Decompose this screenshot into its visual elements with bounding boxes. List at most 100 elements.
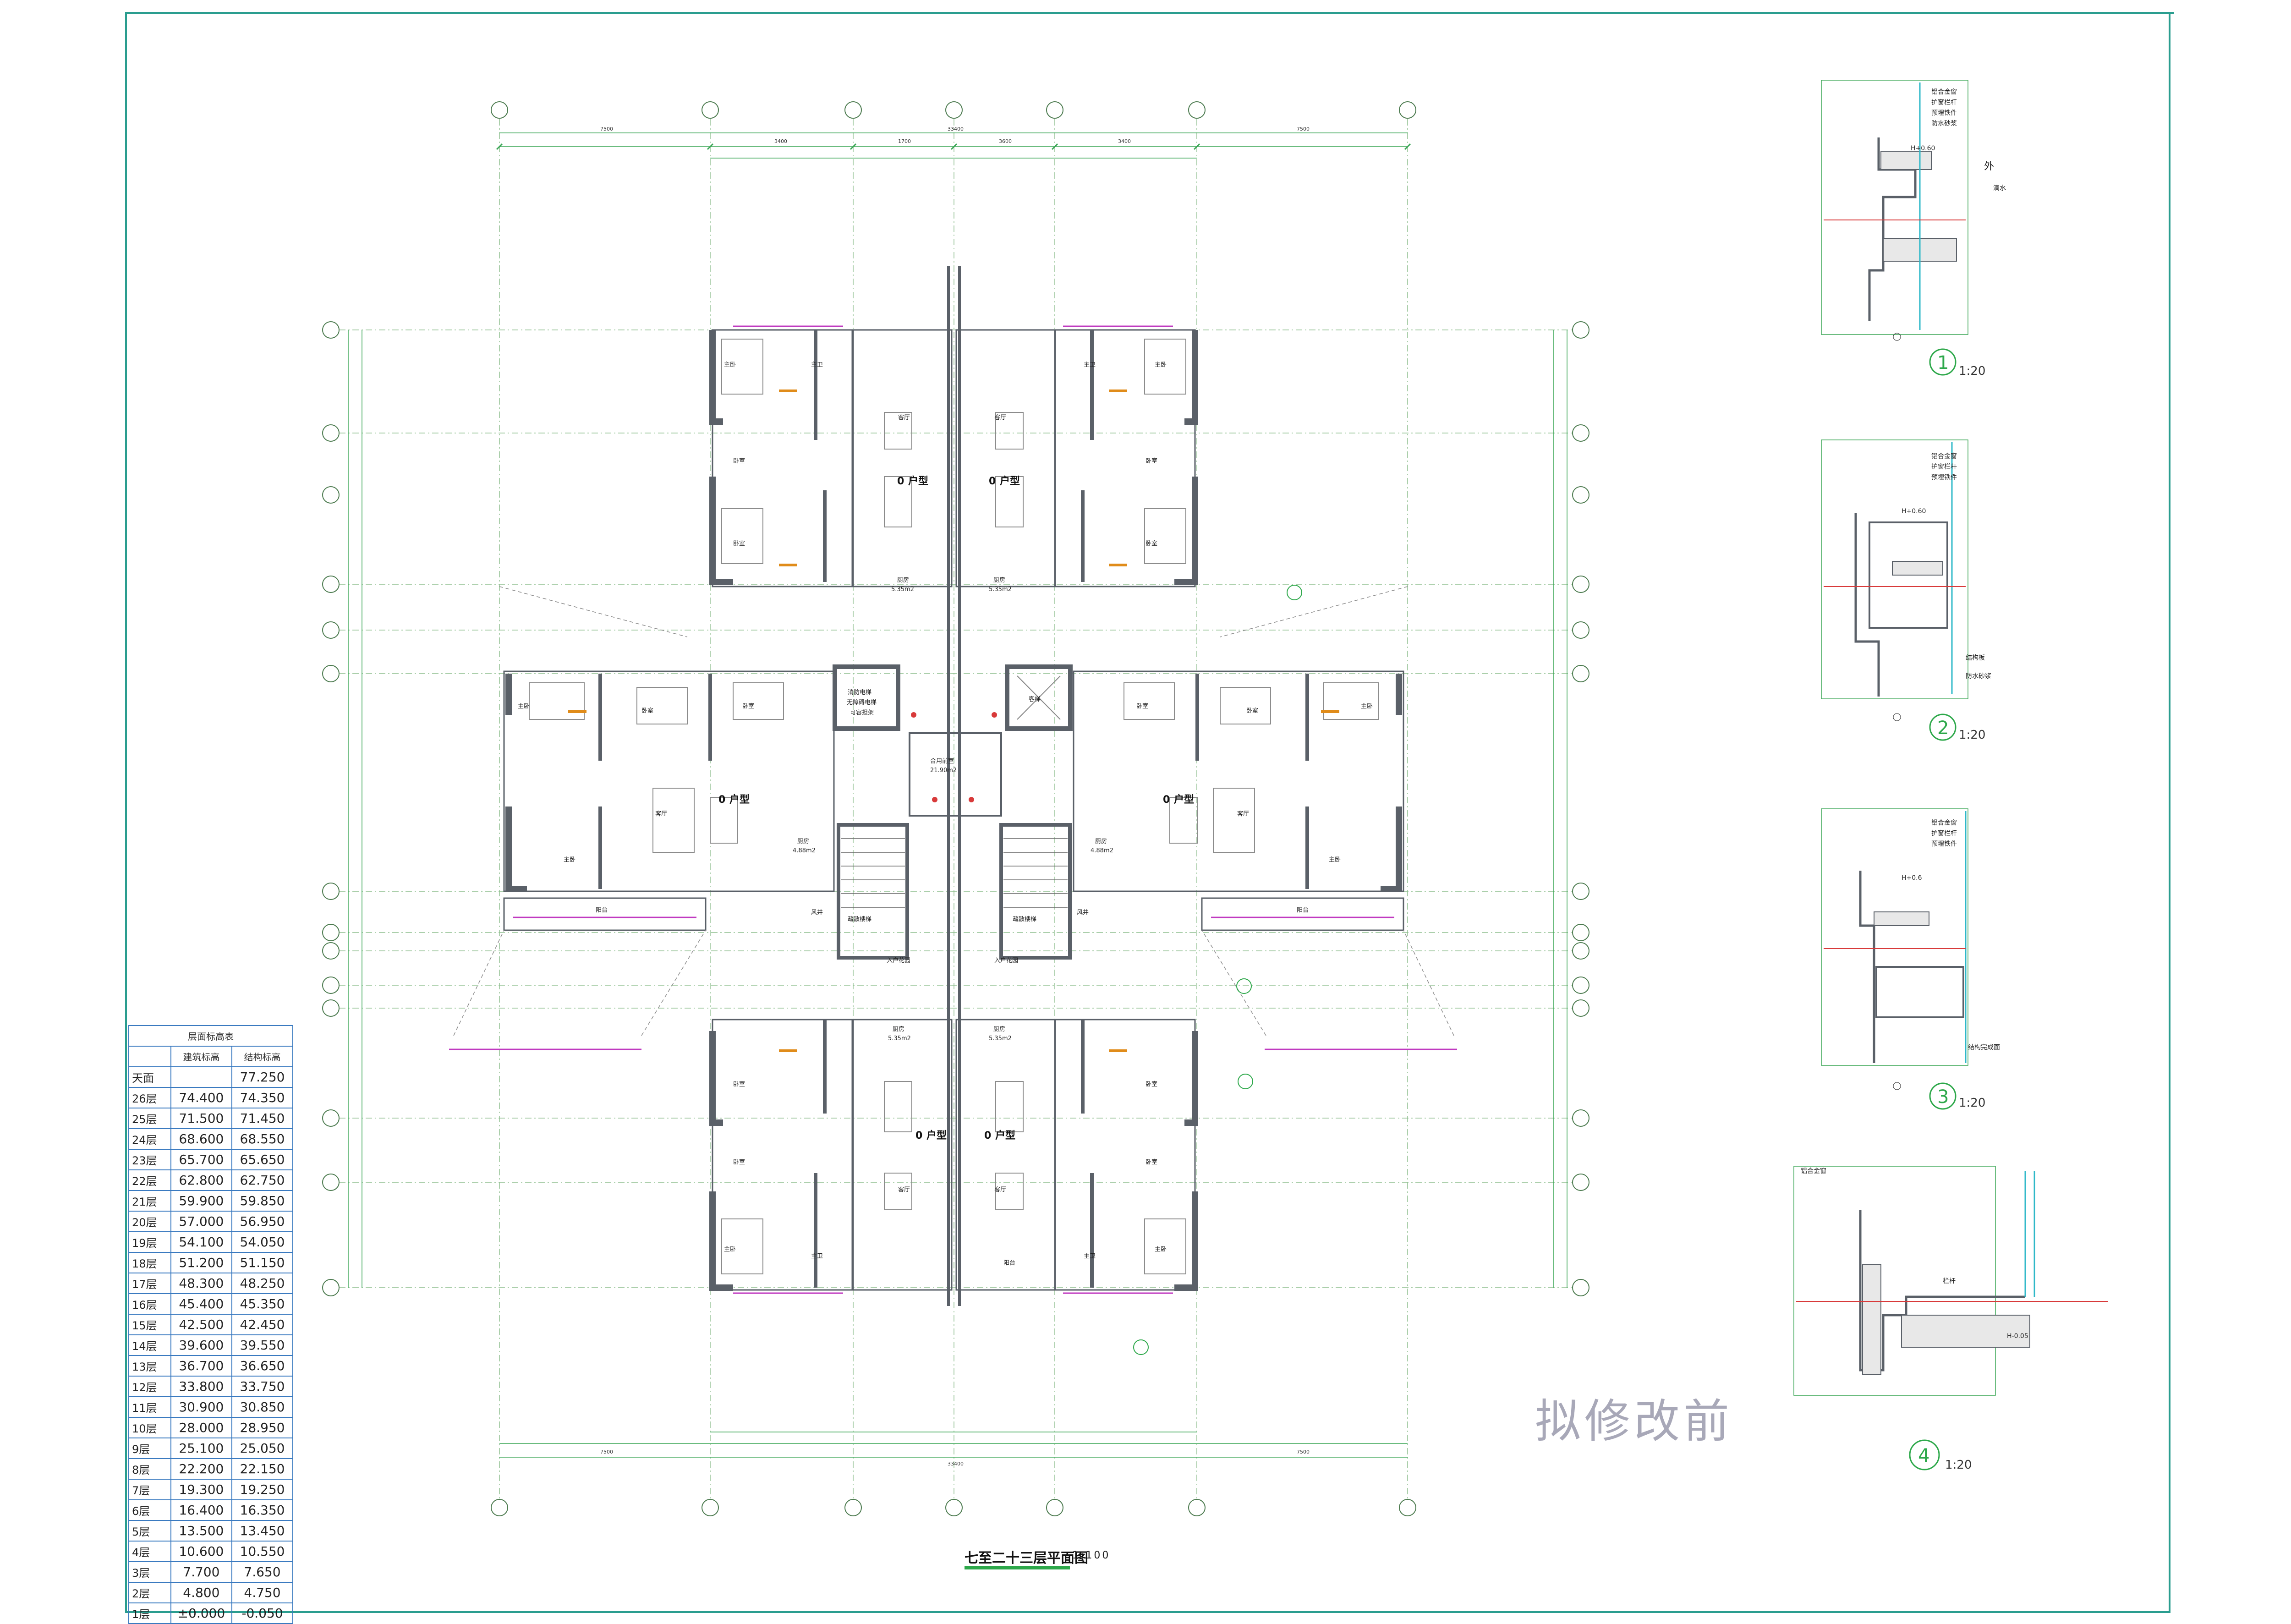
- svg-text:3400: 3400: [1118, 138, 1131, 144]
- svg-text:3600: 3600: [999, 138, 1012, 144]
- elevation-cell: 3层: [128, 1561, 171, 1583]
- room-living-ml: 客厅: [655, 810, 667, 817]
- window-lines: [449, 325, 1457, 1294]
- elevation-table-title: 层面标高表: [128, 1025, 293, 1047]
- elevation-cell: 7层: [128, 1479, 171, 1500]
- elevation-cell: 54.050: [231, 1231, 294, 1253]
- detail-4-note-0: 铝合金窗: [1801, 1167, 1826, 1175]
- elevation-row: 1层±0.000-0.050: [128, 1602, 294, 1624]
- elevation-cell: [170, 1066, 232, 1088]
- elevation-cell: 21层: [128, 1190, 171, 1212]
- svg-text:7500: 7500: [600, 126, 613, 132]
- room-bed-bl2: 卧室: [733, 1158, 745, 1166]
- elevation-cell: 33.800: [170, 1376, 232, 1397]
- unit-label-br: 0: [984, 1130, 991, 1141]
- detail-4-number: 4: [1918, 1445, 1929, 1466]
- elevation-cell: 2层: [128, 1582, 171, 1603]
- detail-2: [1821, 439, 1968, 741]
- detail-2-note-4: 防水砂浆: [1966, 673, 1991, 680]
- unit-suffix-mr: 户型: [1174, 794, 1194, 806]
- elevation-cell: 22.200: [170, 1458, 232, 1480]
- elevation-cell: 25层: [128, 1108, 171, 1129]
- room-living-br: 客厅: [994, 1186, 1006, 1193]
- room-bath-bl: 主卫: [811, 1253, 823, 1260]
- elevation-cell: 20层: [128, 1211, 171, 1232]
- room-bed-mr: 卧室: [1246, 707, 1258, 714]
- detail-1-note-4: 滴水: [1993, 184, 2006, 192]
- unit-suffix-ml: 户型: [729, 794, 750, 806]
- detail-4-note-1: 栏杆: [1943, 1278, 1956, 1285]
- unit-label-tl: 0: [897, 476, 904, 487]
- room-bath-tl: 主卫: [811, 362, 823, 368]
- unit-suffix-tl: 户型: [908, 475, 928, 487]
- area-kitchen-bl: 5.35m2: [888, 1035, 911, 1042]
- elevation-cell: 68.550: [231, 1128, 294, 1150]
- elevation-cell: 30.850: [231, 1396, 294, 1418]
- elevation-cell: 23层: [128, 1149, 171, 1170]
- axis-grid-horizontal: [339, 329, 1572, 1288]
- drawing-title: 七至二十三层平面图: [965, 1550, 1088, 1566]
- detail-3-height: H+0.6: [1902, 874, 1922, 882]
- room-stair-r: 疏散楼梯: [1013, 916, 1036, 923]
- elevation-cell: 48.250: [231, 1273, 294, 1294]
- detail-1-scale: 1:20: [1959, 364, 1985, 378]
- area-lobby: 21.90m2: [930, 767, 957, 774]
- detail-notes: H+0.60 外 铝合金窗 护窗栏杆 预埋铁件 防水砂浆 滴水 H+0.60 铝…: [1801, 88, 2028, 1340]
- elevation-cell: 77.250: [231, 1066, 294, 1088]
- svg-text:1700: 1700: [898, 138, 911, 144]
- elevation-cell: 10.550: [231, 1541, 294, 1562]
- detail-2-note-3: 结构板: [1966, 654, 1985, 662]
- svg-text:7500: 7500: [1297, 126, 1310, 132]
- detail-2-note-0: 铝合金窗: [1931, 452, 1957, 460]
- detail-4: [1793, 1166, 2108, 1470]
- detail-3-number: 3: [1937, 1086, 1949, 1108]
- elevation-cell: 71.450: [231, 1108, 294, 1129]
- room-elev-fire: 消防电梯: [848, 689, 871, 696]
- elevation-cell: 15层: [128, 1314, 171, 1335]
- unit-top-right: [955, 329, 1198, 587]
- elevation-cell: 25.050: [231, 1437, 294, 1459]
- detail-1-note-1: 护窗栏杆: [1931, 99, 1957, 106]
- detail-1-note-2: 预埋铁件: [1931, 110, 1957, 117]
- detail-2-note-1: 护窗栏杆: [1931, 463, 1957, 471]
- area-kitchen-tl: 5.35m2: [891, 586, 914, 593]
- elevation-cell: 74.350: [231, 1087, 294, 1108]
- elevation-cell: 45.400: [170, 1293, 232, 1315]
- svg-text:33400: 33400: [948, 1461, 964, 1467]
- elevation-cell: 5层: [128, 1520, 171, 1542]
- room-balcony-mr: 阳台: [1297, 907, 1309, 914]
- elevation-cell: 62.750: [231, 1169, 294, 1191]
- elevation-cell: 42.450: [231, 1314, 294, 1335]
- elevation-cell: 19层: [128, 1231, 171, 1253]
- room-master2-mr: 主卧: [1329, 856, 1341, 863]
- room-lobby: 合用前室: [930, 757, 954, 765]
- unit-suffix-tr: 户型: [1000, 475, 1020, 487]
- axis-grid-vertical: [499, 119, 1408, 1498]
- guide-lines: [453, 586, 1454, 1036]
- room-entry-r: 入户花园: [994, 957, 1018, 964]
- elevation-cell: 54.100: [170, 1231, 232, 1253]
- room-living-mr: 客厅: [1237, 810, 1249, 817]
- room-master2-ml: 主卧: [564, 856, 575, 863]
- detail-4-scale: 1:20: [1945, 1458, 1972, 1472]
- elevation-cell: 13.500: [170, 1520, 232, 1542]
- detail-sections: [1793, 80, 2108, 1470]
- elevation-header-2: 结构标高: [231, 1046, 294, 1067]
- dimension-lines: [348, 132, 1568, 1458]
- drawing-frame: [125, 12, 2170, 1613]
- elevation-cell: 74.400: [170, 1087, 232, 1108]
- elevation-cell: 10.600: [170, 1541, 232, 1562]
- room-bed-br2: 卧室: [1146, 1158, 1157, 1166]
- room-vent-r: 风井: [1077, 909, 1089, 916]
- detail-3-note-1: 护窗栏杆: [1931, 829, 1957, 837]
